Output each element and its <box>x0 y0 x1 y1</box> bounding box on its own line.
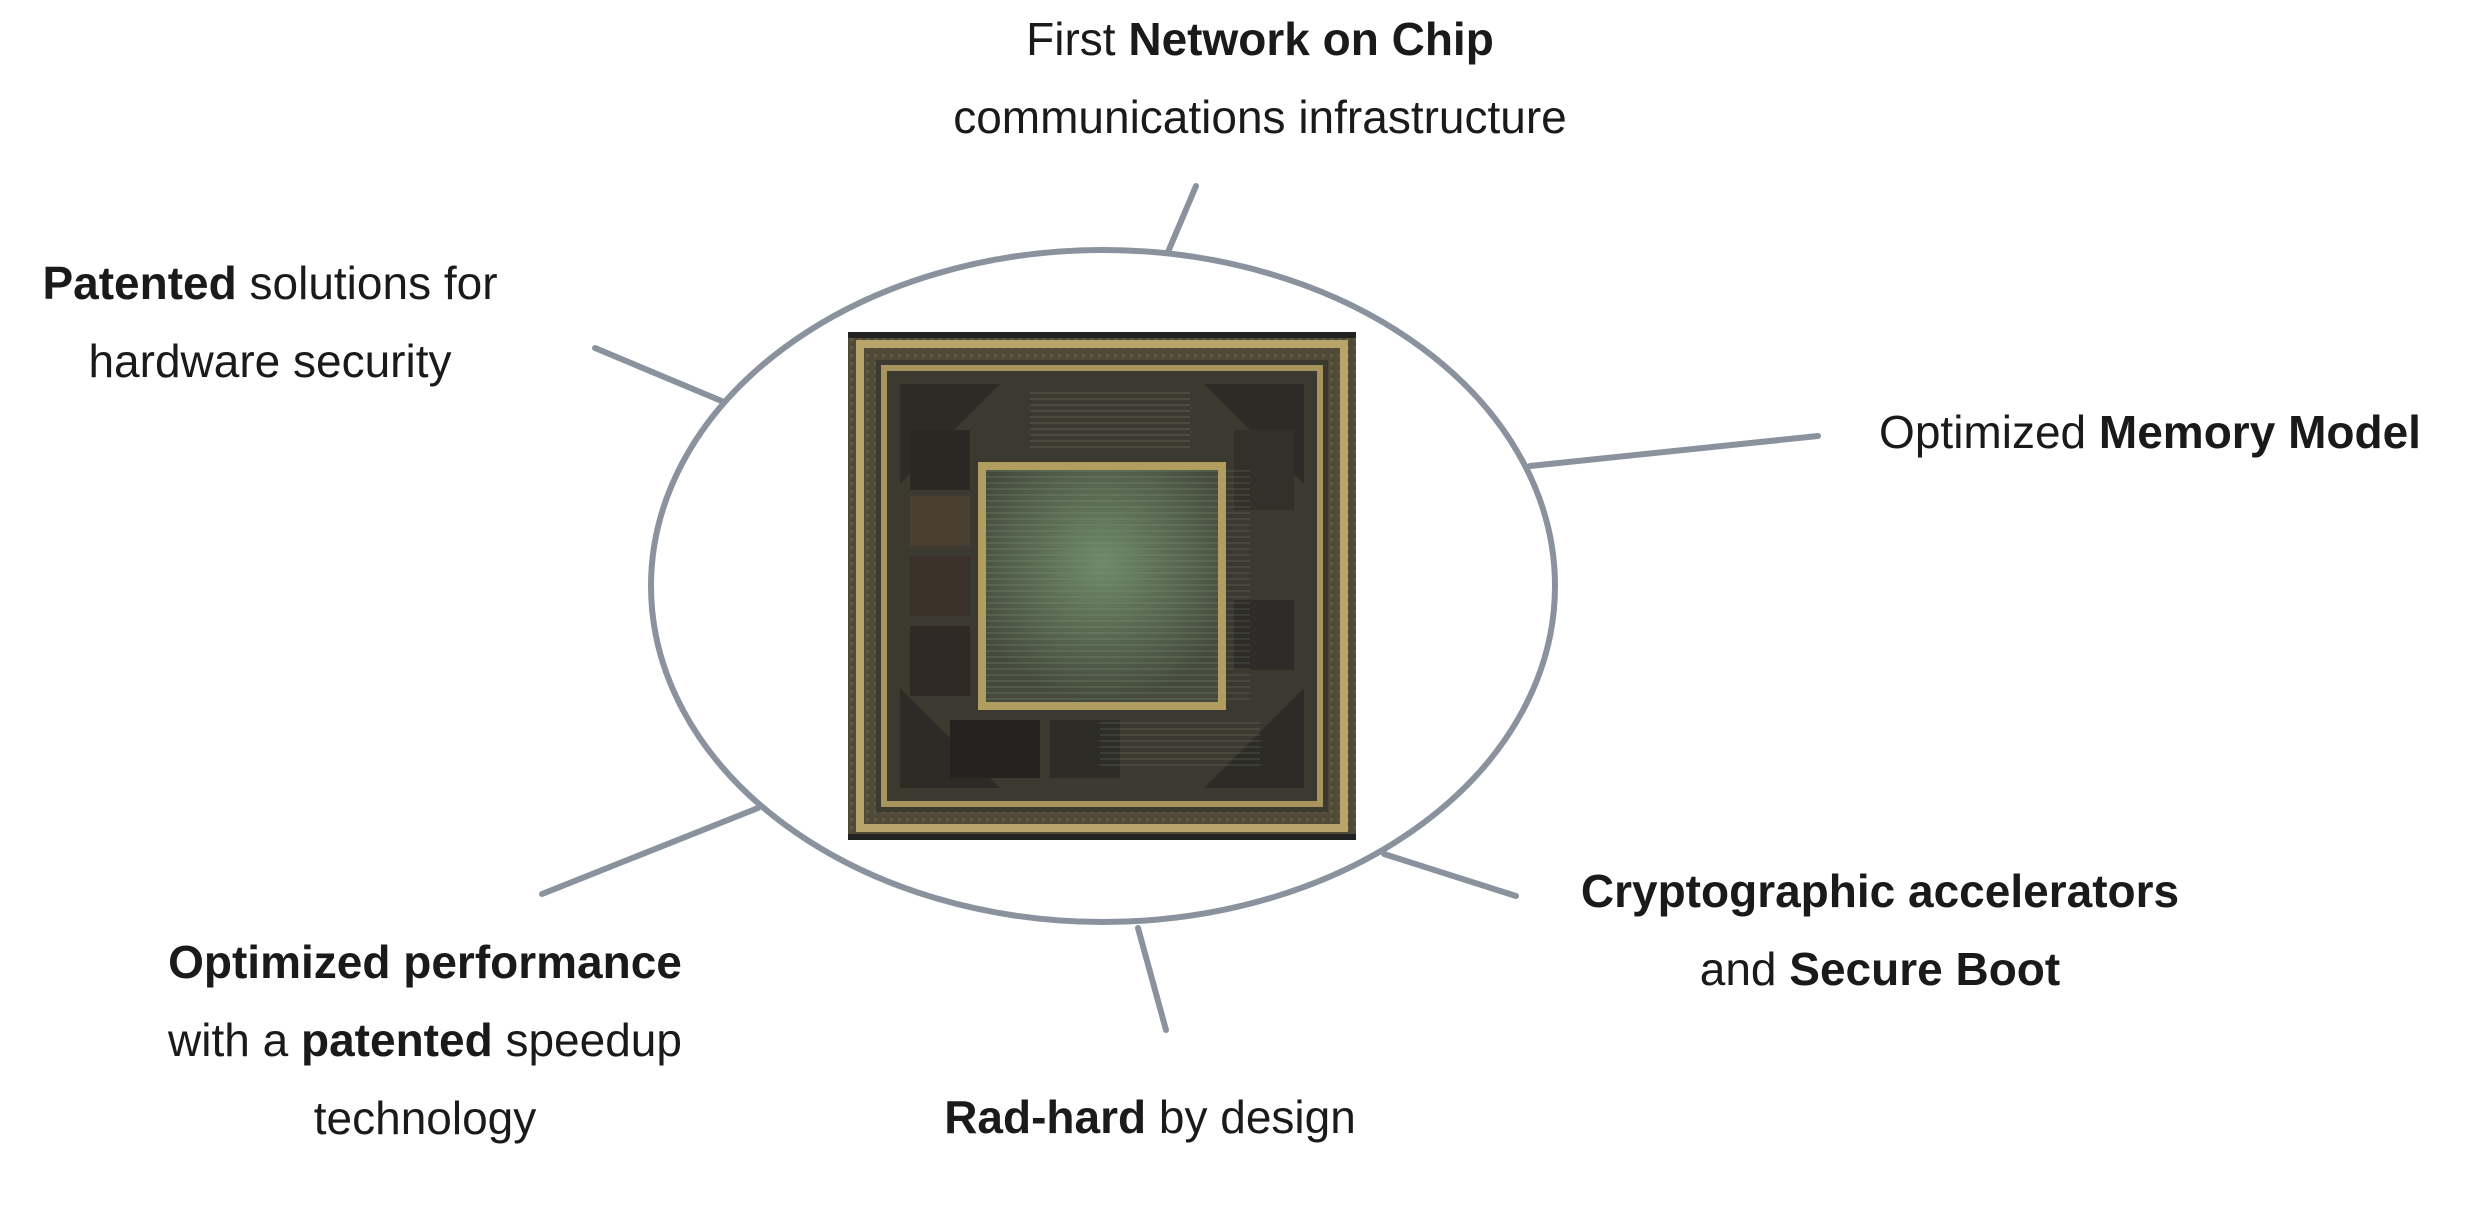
crypto-text-b: Secure Boot <box>1789 943 2060 995</box>
rad-text-a: Rad-hard <box>944 1091 1146 1143</box>
label-crypto-secure-boot: Cryptographic accelerators and Secure Bo… <box>1530 852 2230 1008</box>
chip-die-image <box>848 332 1356 840</box>
label-hardware-security: Patented solutions for hardware security <box>0 244 540 400</box>
perf-text-line3: technology <box>80 1079 770 1157</box>
connector-performance <box>542 808 758 894</box>
perf-text-line1: Optimized performance <box>168 936 682 988</box>
connector-security <box>595 348 724 402</box>
connector-noc <box>1168 186 1196 252</box>
connector-crypto <box>1384 854 1516 896</box>
mem-text-b: Memory Model <box>2099 406 2421 458</box>
label-rad-hard: Rad-hard by design <box>880 1078 1420 1156</box>
sec-text-b: solutions for <box>237 257 498 309</box>
sec-text-line2: hardware security <box>0 322 540 400</box>
sec-text-a: Patented <box>42 257 236 309</box>
rad-text-b: by design <box>1146 1091 1356 1143</box>
noc-text-b: Network on Chip <box>1128 13 1493 65</box>
label-network-on-chip: First Network on Chip communications inf… <box>860 0 1660 156</box>
perf-text-c: speedup <box>493 1014 682 1066</box>
noc-text-a: First <box>1026 13 1128 65</box>
connector-radhard <box>1138 928 1166 1030</box>
crypto-text-line1: Cryptographic accelerators <box>1581 865 2179 917</box>
perf-text-b: patented <box>301 1014 493 1066</box>
perf-text-a: with a <box>168 1014 301 1066</box>
label-optimized-performance: Optimized performance with a patented sp… <box>80 923 770 1157</box>
connector-memory <box>1530 436 1818 466</box>
mem-text-a: Optimized <box>1879 406 2099 458</box>
noc-text-line2: communications infrastructure <box>860 78 1660 156</box>
crypto-text-a: and <box>1700 943 1790 995</box>
label-memory-model: Optimized Memory Model <box>1840 393 2460 471</box>
